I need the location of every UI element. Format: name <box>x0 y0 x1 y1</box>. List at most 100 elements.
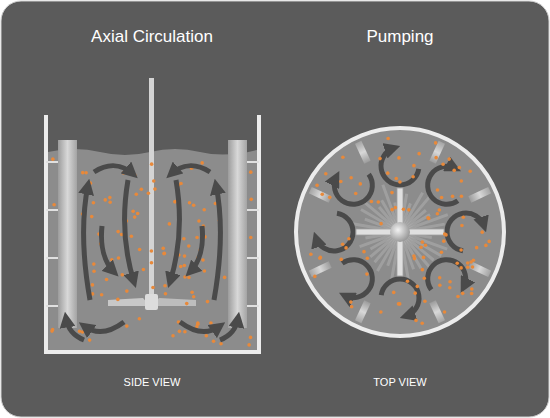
particle <box>421 240 425 244</box>
particle <box>412 254 416 258</box>
particle <box>147 191 151 195</box>
particle <box>171 334 175 338</box>
particle <box>422 277 426 281</box>
particle <box>413 291 417 295</box>
particle <box>163 251 167 255</box>
particle <box>339 258 343 262</box>
particle <box>448 280 452 284</box>
particle <box>376 200 380 204</box>
particle <box>459 248 463 252</box>
particle <box>468 169 472 173</box>
particle <box>168 222 172 226</box>
particle <box>461 215 465 219</box>
particle <box>440 196 444 200</box>
particle <box>318 257 322 261</box>
particle <box>81 171 85 175</box>
side-view-tank <box>46 78 259 352</box>
particle <box>354 192 358 196</box>
particle <box>379 222 383 226</box>
particle <box>223 276 227 280</box>
particle <box>150 261 154 265</box>
particle <box>150 249 154 253</box>
particle <box>116 230 120 234</box>
particle <box>120 273 124 277</box>
particle <box>456 295 460 299</box>
particle <box>84 171 88 175</box>
particle <box>209 321 213 325</box>
particle <box>407 208 411 212</box>
flow-arrows <box>316 148 484 316</box>
view-heading: Pumping <box>366 27 433 47</box>
particle <box>341 242 345 246</box>
particle <box>196 322 200 326</box>
particle <box>466 261 470 265</box>
particle <box>443 310 447 314</box>
particle <box>480 230 484 234</box>
particle <box>484 244 488 248</box>
particle <box>451 195 455 199</box>
particle <box>202 208 206 212</box>
particle <box>138 248 142 252</box>
particle <box>249 236 253 240</box>
particle <box>419 246 423 250</box>
particle <box>386 137 390 141</box>
particle <box>185 302 189 306</box>
particle <box>460 195 464 199</box>
particle <box>92 269 96 273</box>
particle <box>441 162 445 166</box>
particle <box>412 164 416 168</box>
particle <box>249 198 253 202</box>
shaft <box>149 78 154 304</box>
particle <box>206 300 210 304</box>
flow-arrows <box>66 129 238 340</box>
impeller-hub <box>145 294 158 310</box>
baffle <box>468 261 491 277</box>
particle <box>390 191 394 195</box>
particle <box>487 240 491 244</box>
particle <box>459 266 463 270</box>
particle <box>192 295 196 299</box>
particle <box>347 237 351 241</box>
particle <box>164 292 168 296</box>
particle <box>320 193 324 197</box>
particle <box>92 262 96 266</box>
baffle <box>355 141 371 164</box>
particle <box>427 217 431 221</box>
particle <box>350 305 354 309</box>
particle <box>201 258 205 262</box>
particle <box>319 256 323 260</box>
particle <box>140 187 144 191</box>
particle <box>339 180 343 184</box>
particle <box>133 173 137 177</box>
particle <box>249 336 253 340</box>
particle <box>398 180 402 184</box>
particle <box>116 298 120 302</box>
particle <box>469 260 473 264</box>
particle <box>108 201 112 205</box>
particle <box>328 196 332 200</box>
particle <box>458 166 462 170</box>
particle <box>475 246 479 250</box>
particle <box>142 268 146 272</box>
particle <box>125 324 129 328</box>
particle <box>313 275 317 279</box>
particle <box>153 187 157 191</box>
particle <box>89 181 93 185</box>
particle <box>420 321 424 325</box>
particle <box>324 172 328 176</box>
particle <box>249 170 253 174</box>
particle <box>434 141 438 145</box>
particle <box>470 287 474 291</box>
particle <box>197 219 201 223</box>
particle <box>448 286 452 290</box>
particle <box>437 208 441 212</box>
particle <box>362 250 366 254</box>
particle <box>461 292 465 296</box>
particle <box>151 286 155 290</box>
particle <box>390 208 394 212</box>
particle <box>81 330 85 334</box>
top-view-tank <box>296 128 504 336</box>
particle <box>455 261 459 265</box>
